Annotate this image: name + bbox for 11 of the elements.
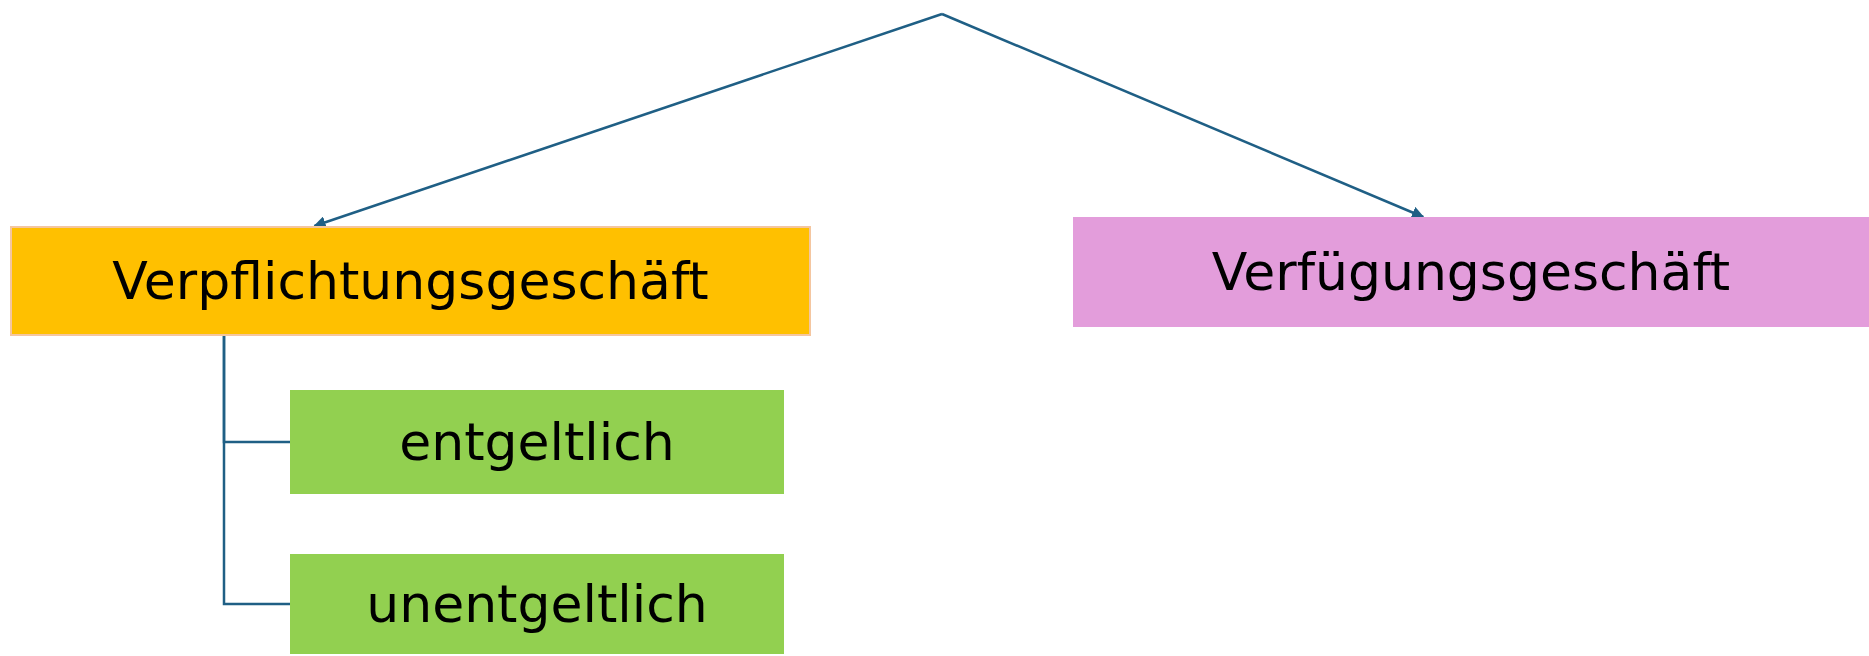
category-box bbox=[290, 390, 784, 494]
arrow bbox=[313, 12, 943, 229]
box-label: Verpflichtungsgeschäft bbox=[112, 251, 709, 311]
category-box bbox=[290, 554, 784, 654]
box-label: entgeltlich bbox=[399, 412, 675, 472]
category-box bbox=[10, 226, 811, 336]
box-label: Verfügungsgeschäft bbox=[1211, 242, 1731, 302]
connector-line bbox=[222, 336, 290, 606]
category-box bbox=[1073, 217, 1869, 327]
arrow bbox=[941, 12, 1425, 219]
box-label: unentgeltlich bbox=[366, 574, 708, 634]
